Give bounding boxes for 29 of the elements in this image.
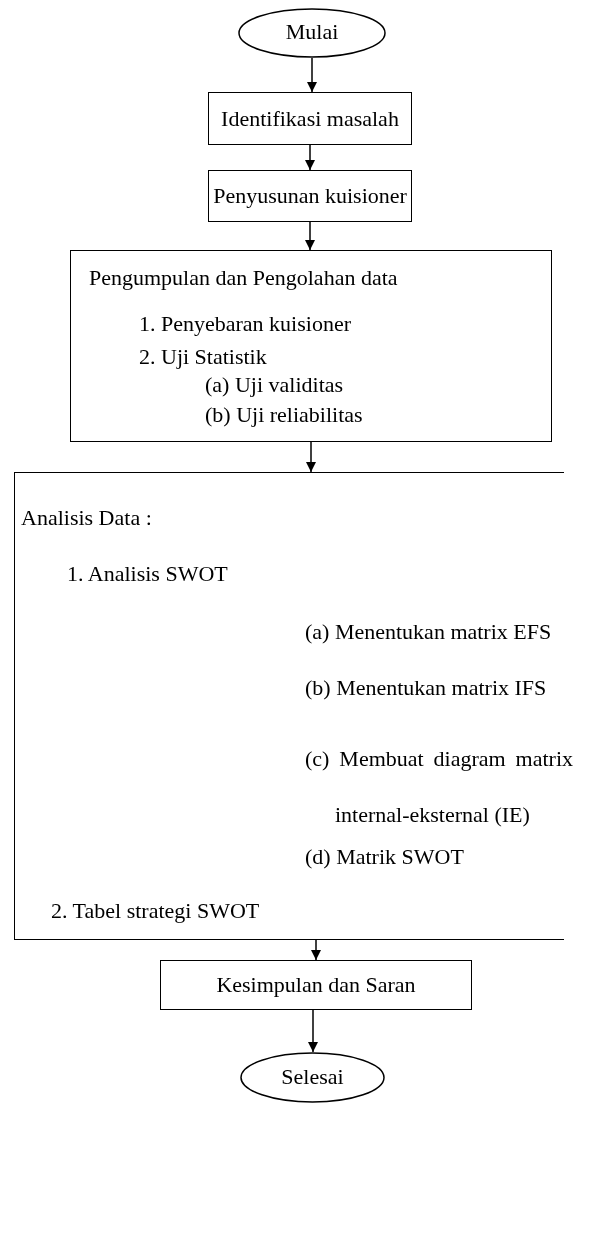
list-item: (b) Menentukan matrix IFS <box>305 675 547 701</box>
box-heading: Pengumpulan dan Pengolahan data <box>89 265 398 291</box>
arrow <box>306 441 316 473</box>
process-box <box>208 170 412 222</box>
box-heading: Analisis Data : <box>21 505 152 531</box>
node-label: Mulai <box>284 19 340 45</box>
node-label: Identifikasi masalah <box>220 105 400 132</box>
list-item: (a) Menentukan matrix EFS <box>305 619 552 645</box>
node-label: Selesai <box>280 1063 345 1090</box>
list-item: (d) Matrik SWOT <box>305 844 464 870</box>
arrow <box>307 57 317 93</box>
arrow <box>305 144 315 171</box>
process-box <box>208 92 412 145</box>
terminal-ellipse <box>240 1052 385 1103</box>
list-item: 2. Uji Statistik <box>139 344 267 370</box>
list-item: (a) Uji validitas <box>205 372 344 398</box>
process-box <box>160 960 472 1010</box>
list-item: 1. Penyebaran kuisioner <box>139 311 351 337</box>
terminal-ellipse <box>238 8 386 58</box>
list-item: 1. Analisis SWOT <box>67 561 228 587</box>
node-label: Kesimpulan dan Saran <box>215 972 417 998</box>
arrow <box>311 939 321 961</box>
list-item: (b) Uji reliabilitas <box>205 402 363 428</box>
arrow <box>308 1009 318 1053</box>
node-label: Penyusunan kuisioner <box>212 183 408 209</box>
list-item: 2. Tabel strategi SWOT <box>51 898 260 924</box>
arrow <box>305 221 315 251</box>
process-box <box>70 250 552 442</box>
list-item: (c) Membuat diagram matrix internal-eksternal (IE) <box>305 745 573 829</box>
